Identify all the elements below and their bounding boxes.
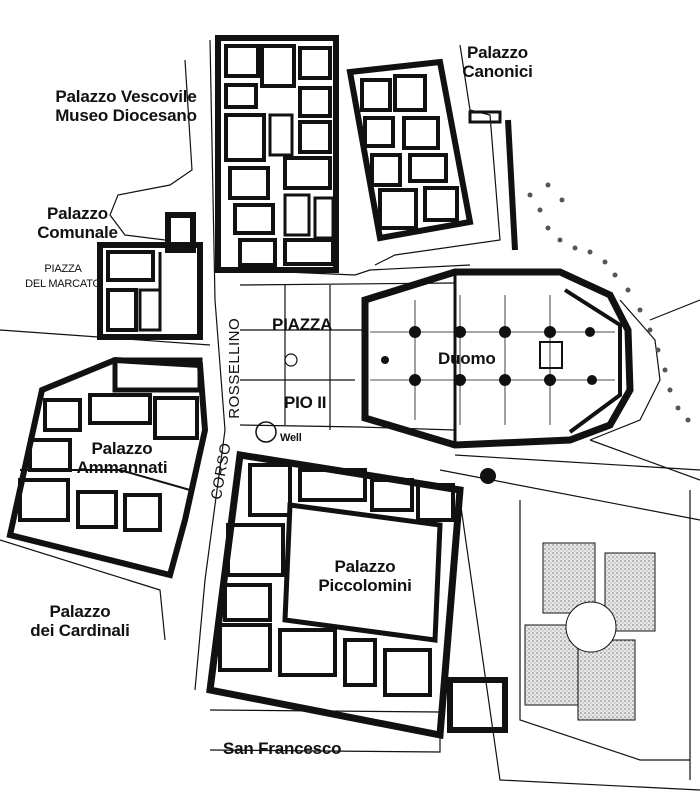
label-piazza: PIAZZA <box>272 315 333 334</box>
label-line: Canonici <box>462 61 533 81</box>
duomo-building <box>361 268 634 449</box>
label-palazzo-comunale: Palazzo Comunale <box>35 204 120 242</box>
label-line: Museo Diocesano <box>55 105 197 125</box>
street-lines <box>0 39 700 791</box>
label-line: Palazzo <box>467 43 528 62</box>
palazzo-comunale-building <box>97 212 203 340</box>
label-palazzo-ammannati: Palazzo Ammannati <box>72 439 172 477</box>
piazza-features <box>255 353 298 443</box>
label-well: Well <box>280 432 302 444</box>
label-line: Palazzo <box>91 439 153 458</box>
label-line: Palazzo <box>334 557 396 576</box>
label-palazzo-cardinali: Palazzo dei Cardinali <box>20 602 140 640</box>
label-line: Comunale <box>37 222 118 242</box>
label-pio-ii: PIO II <box>284 393 327 412</box>
slope-trees <box>527 182 691 423</box>
label-san-francesco: San Francesco <box>223 739 342 758</box>
label-rossellino: ROSSELLINO <box>225 317 243 419</box>
palazzo-ammannati-building <box>6 356 209 579</box>
label-duomo: Duomo <box>438 349 496 368</box>
palazzo-piccolomini-building <box>206 450 508 740</box>
label-line: Ammannati <box>76 457 168 477</box>
label-line: DEL MARCATO <box>25 277 101 290</box>
garden <box>524 542 656 721</box>
label-line: Palazzo <box>49 602 111 621</box>
label-line: Palazzo <box>47 204 108 223</box>
label-palazzo-vescovile: Palazzo Vescovile Museo Diocesano <box>52 87 200 125</box>
label-line: PIAZZA <box>44 263 82 275</box>
palazzo-canonici-building <box>346 58 518 251</box>
duomo-grid <box>370 295 615 425</box>
label-line: Palazzo Vescovile <box>55 87 197 106</box>
label-palazzo-canonici: Palazzo Canonici <box>455 43 540 81</box>
label-palazzo-piccolomini: Palazzo Piccolomini <box>310 557 420 595</box>
label-piazza-mercato: PIAZZA DEL MARCATO <box>22 262 104 292</box>
label-line: dei Cardinali <box>30 620 130 640</box>
palazzo-vescovile-building <box>215 35 339 273</box>
label-line: Piccolomini <box>318 575 412 595</box>
